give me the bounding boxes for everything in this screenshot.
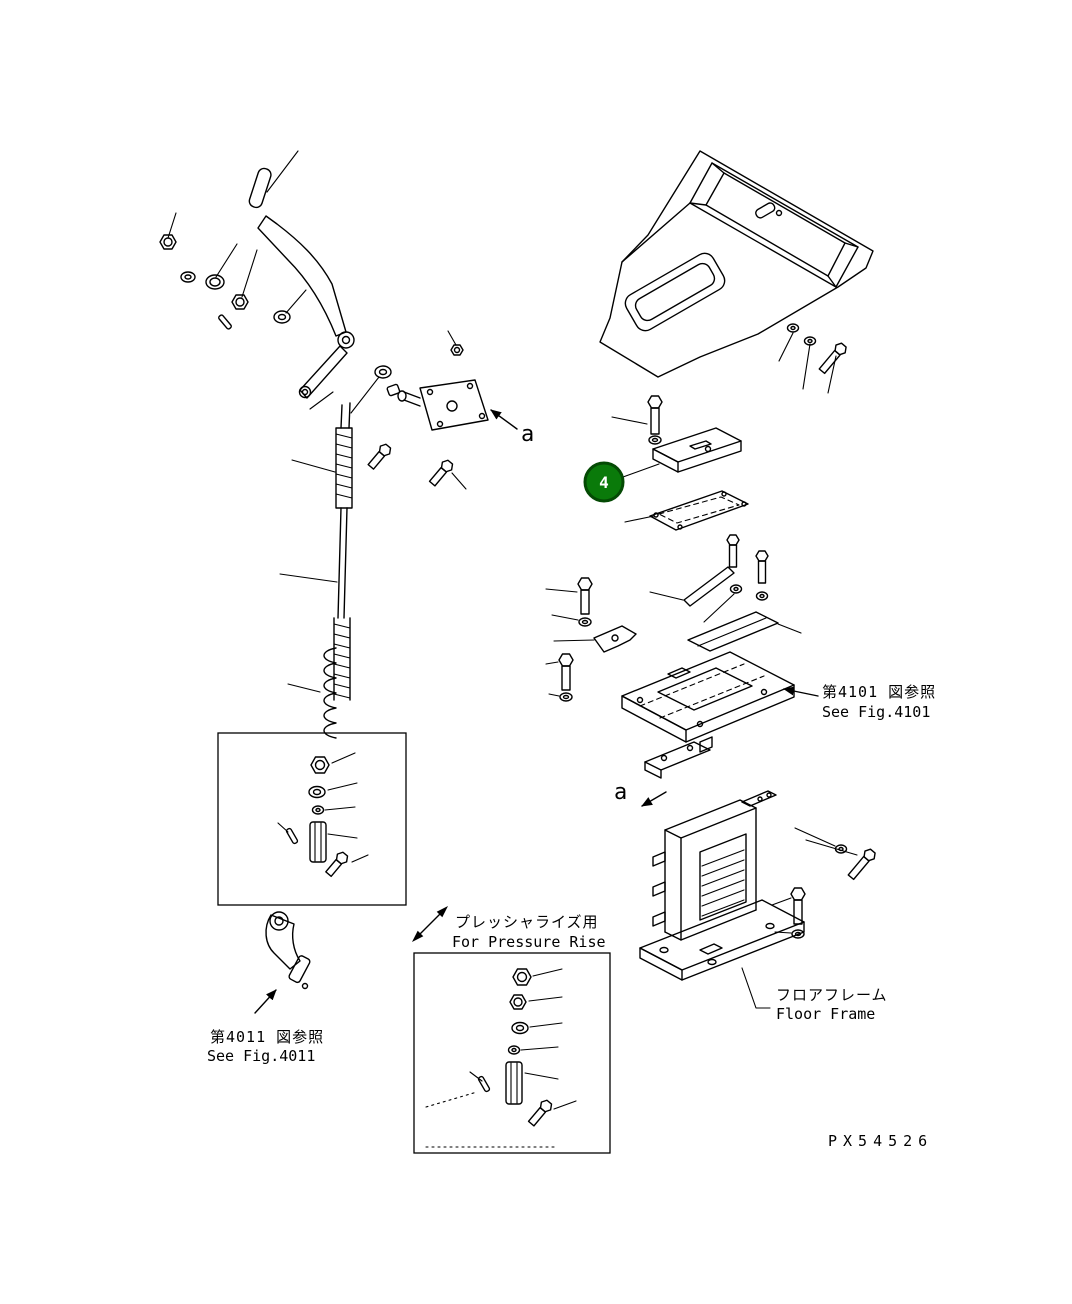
- fig4011-label-jp: 第4011 図参照: [210, 1028, 324, 1046]
- section-label-a-lower: a: [614, 780, 627, 805]
- controller-part: [652, 427, 742, 473]
- section-arrow-a-lower: a: [614, 780, 667, 807]
- balloon-4[interactable]: 4: [583, 461, 660, 503]
- balloon-4-circle: [583, 461, 625, 503]
- floor-frame-fasteners: [771, 827, 876, 939]
- fig4011-ref: 第4011 図参照 See Fig.4011: [207, 989, 324, 1065]
- floor-frame: [639, 790, 805, 981]
- lever-assembly: [167, 150, 380, 414]
- gasket-part: [624, 490, 749, 531]
- rod-and-spring: [279, 402, 353, 739]
- detail-box-left: [217, 732, 407, 906]
- section-label-a-upper: a: [521, 422, 534, 447]
- pressure-rise-label: プレッシャライズ用 For Pressure Rise: [452, 913, 606, 951]
- pressure-label-en: For Pressure Rise: [452, 933, 606, 951]
- pressure-label-jp: プレッシャライズ用: [455, 913, 599, 931]
- control-valve: [367, 330, 489, 490]
- fig4101-ref: 第4101 図参照 See Fig.4101: [783, 683, 936, 721]
- floor-frame-label-jp: フロアフレーム: [776, 986, 888, 1004]
- floor-frame-label-en: Floor Frame: [776, 1005, 875, 1023]
- drawing-code: PX54526: [828, 1132, 933, 1150]
- pressure-rise-box: [413, 952, 611, 1154]
- double-arrow-icon: [412, 906, 448, 942]
- floor-frame-label: フロアフレーム Floor Frame: [741, 967, 888, 1023]
- balloon-4-number: 4: [599, 473, 609, 492]
- cover-fasteners: [611, 323, 847, 445]
- section-arrow-a-upper: a: [490, 409, 534, 447]
- fig4101-label-jp: 第4101 図参照: [822, 683, 936, 701]
- center-fasteners: [545, 534, 802, 702]
- fig4101-label-en: See Fig.4101: [822, 703, 930, 721]
- link-arm: [265, 911, 311, 990]
- mount-frame: [621, 651, 795, 779]
- console-cover: [599, 150, 874, 378]
- fastener-parts-left: [159, 234, 392, 379]
- fig4011-label-en: See Fig.4011: [207, 1047, 315, 1065]
